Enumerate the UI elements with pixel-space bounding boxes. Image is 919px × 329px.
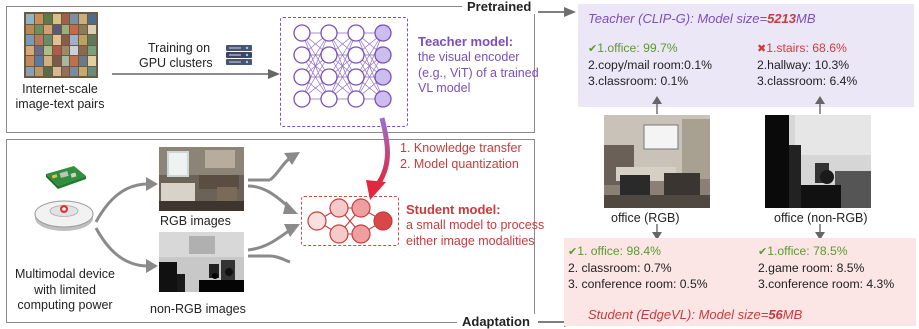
teacher-model-desc: the visual encoder (e.g., ViT) of a trai… xyxy=(418,50,539,97)
internet-images-caption-line1: Internet-scale xyxy=(22,82,98,96)
teacher-size-value: 5213 xyxy=(767,11,796,26)
raspberry-pi-icon xyxy=(46,166,86,189)
transfer-step-1: 1. Knowledge transfer xyxy=(400,141,522,155)
cross-circle-icon: ✖ xyxy=(757,43,767,55)
student-desc-line1: a small model to process xyxy=(406,218,545,232)
student-nonrgb-result-1: ✔1.office: 78.5% xyxy=(758,244,848,258)
training-arrow xyxy=(112,69,280,79)
office-rgb-photo xyxy=(604,115,710,208)
teacher-neuron xyxy=(374,46,392,64)
teacher-neuron xyxy=(320,68,338,86)
rgb-up-arrow xyxy=(652,96,662,114)
teacher-desc-line2: (e.g., ViT) of a trained xyxy=(418,65,539,80)
internet-images-thumbnail xyxy=(24,12,98,78)
pretrained-title: Pretrained xyxy=(462,0,537,14)
knowledge-transfer-arrow xyxy=(366,117,390,200)
rgb-image-thumbnail xyxy=(159,147,244,211)
device-caption-line1: Multimodal device xyxy=(14,267,116,281)
internet-images-caption: Internet-scale image-text pairs xyxy=(10,82,110,112)
teacher-neuron xyxy=(320,90,338,108)
device-caption: Multimodal device with limited computing… xyxy=(12,267,118,314)
student-model-desc: a small model to process either image mo… xyxy=(406,218,544,249)
teacher-model-box xyxy=(280,17,408,127)
adaptation-title: Adaptation xyxy=(457,314,535,329)
student-rgb-result-3: 3. conference room: 0.5% xyxy=(568,277,708,291)
teacher-rgb-result-2: 2.copy/mail room:0.1% xyxy=(588,58,712,72)
teacher-size-label: Teacher (CLIP-G): Model size=5213MB xyxy=(588,11,815,26)
teacher-neuron xyxy=(347,24,365,42)
teacher-neuron xyxy=(293,24,311,42)
rgb-down-arrow xyxy=(652,224,662,240)
teacher-nonrgb-result-2: 2.hallway: 10.3% xyxy=(757,58,850,72)
teacher-neuron xyxy=(347,68,365,86)
teacher-model-title: Teacher model: xyxy=(418,34,514,49)
teacher-size-prefix: Teacher (CLIP-G): Model size= xyxy=(588,11,768,26)
teacher-nonrgb-result-3: 3.classroom: 6.4% xyxy=(757,74,858,88)
teacher-desc-line1: the visual encoder xyxy=(418,50,520,64)
training-label-line1: Training on xyxy=(148,41,211,55)
teacher-neuron xyxy=(293,90,311,108)
teacher-nonrgb-results: ✖1.stairs: 68.6% 2.hallway: 10.3% 3.clas… xyxy=(757,40,857,89)
student-rgb-results: ✔1. office: 98.4% 2. classroom: 0.7% 3. … xyxy=(568,243,708,292)
images-to-student-arrows xyxy=(247,152,300,264)
device-caption-line3: computing power xyxy=(17,298,113,312)
teacher-neuron xyxy=(293,46,311,64)
teacher-size-unit: MB xyxy=(795,11,816,26)
check-circle-icon: ✔ xyxy=(568,246,578,258)
teacher-results-panel xyxy=(578,4,914,107)
gpu-server-icon xyxy=(226,45,252,65)
nonrgb-up-arrow xyxy=(815,96,825,114)
teacher-neuron xyxy=(347,90,365,108)
student-nonrgb-result-3: 3.conference room: 4.3% xyxy=(758,277,895,291)
neural-network-icon xyxy=(293,24,392,108)
pretrained-box xyxy=(6,6,535,133)
student-size-prefix: Student (EdgeVL): Model size= xyxy=(588,307,769,322)
teacher-neuron xyxy=(374,24,392,42)
student-size-value: 56 xyxy=(768,307,783,322)
student-size-unit: MB xyxy=(782,307,803,322)
student-model-title: Student model: xyxy=(406,202,501,217)
internet-images-caption-line2: image-text pairs xyxy=(15,97,105,111)
teacher-neuron xyxy=(320,24,338,42)
student-desc-line2: either image modalities xyxy=(406,233,535,248)
example-rgb-label: office (RGB) xyxy=(611,211,680,225)
teacher-rgb-results: ✔1.office: 99.7% 2.copy/mail room:0.1% 3… xyxy=(588,40,712,89)
teacher-neuron xyxy=(320,46,338,64)
pretrained-pointer-arrow xyxy=(538,7,576,17)
robot-vacuum-icon xyxy=(34,200,94,231)
device-caption-line2: with limited xyxy=(34,282,96,297)
example-nonrgb-label: office (non-RGB) xyxy=(774,211,868,225)
transfer-step-2: 2. Model quantization xyxy=(400,157,519,171)
student-rgb-result-1: ✔1. office: 98.4% xyxy=(568,244,662,258)
nonrgb-image-thumbnail xyxy=(159,232,244,292)
teacher-rgb-result-1: ✔1.office: 99.7% xyxy=(588,41,678,55)
check-circle-icon: ✔ xyxy=(588,43,598,55)
teacher-neuron xyxy=(293,68,311,86)
device-to-images-arrows xyxy=(94,177,158,273)
check-circle-icon: ✔ xyxy=(758,246,768,258)
teacher-neuron xyxy=(374,68,392,86)
student-network-icon xyxy=(307,198,393,244)
nonrgb-images-caption: non-RGB images xyxy=(150,302,246,316)
student-nonrgb-results: ✔1.office: 78.5% 2.game room: 8.5% 3.con… xyxy=(758,243,894,292)
student-results-panel xyxy=(564,238,916,326)
teacher-nonrgb-result-1: ✖1.stairs: 68.6% xyxy=(757,41,847,55)
adaptation-box xyxy=(6,139,535,323)
student-size-label: Student (EdgeVL): Model size=56MB xyxy=(588,307,802,322)
training-label-line2: GPU clusters xyxy=(139,56,213,70)
teacher-neuron xyxy=(374,90,392,108)
teacher-neuron xyxy=(347,46,365,64)
teacher-desc-line3: VL model xyxy=(418,81,471,95)
office-nonrgb-photo xyxy=(765,115,871,208)
rgb-images-caption: RGB images xyxy=(160,214,231,228)
student-model-box xyxy=(301,196,399,246)
nonrgb-down-arrow xyxy=(815,224,825,240)
student-nonrgb-result-2: 2.game room: 8.5% xyxy=(758,261,865,275)
student-rgb-result-2: 2. classroom: 0.7% xyxy=(568,261,672,275)
teacher-rgb-result-3: 3.classroom: 0.1% xyxy=(588,74,689,88)
